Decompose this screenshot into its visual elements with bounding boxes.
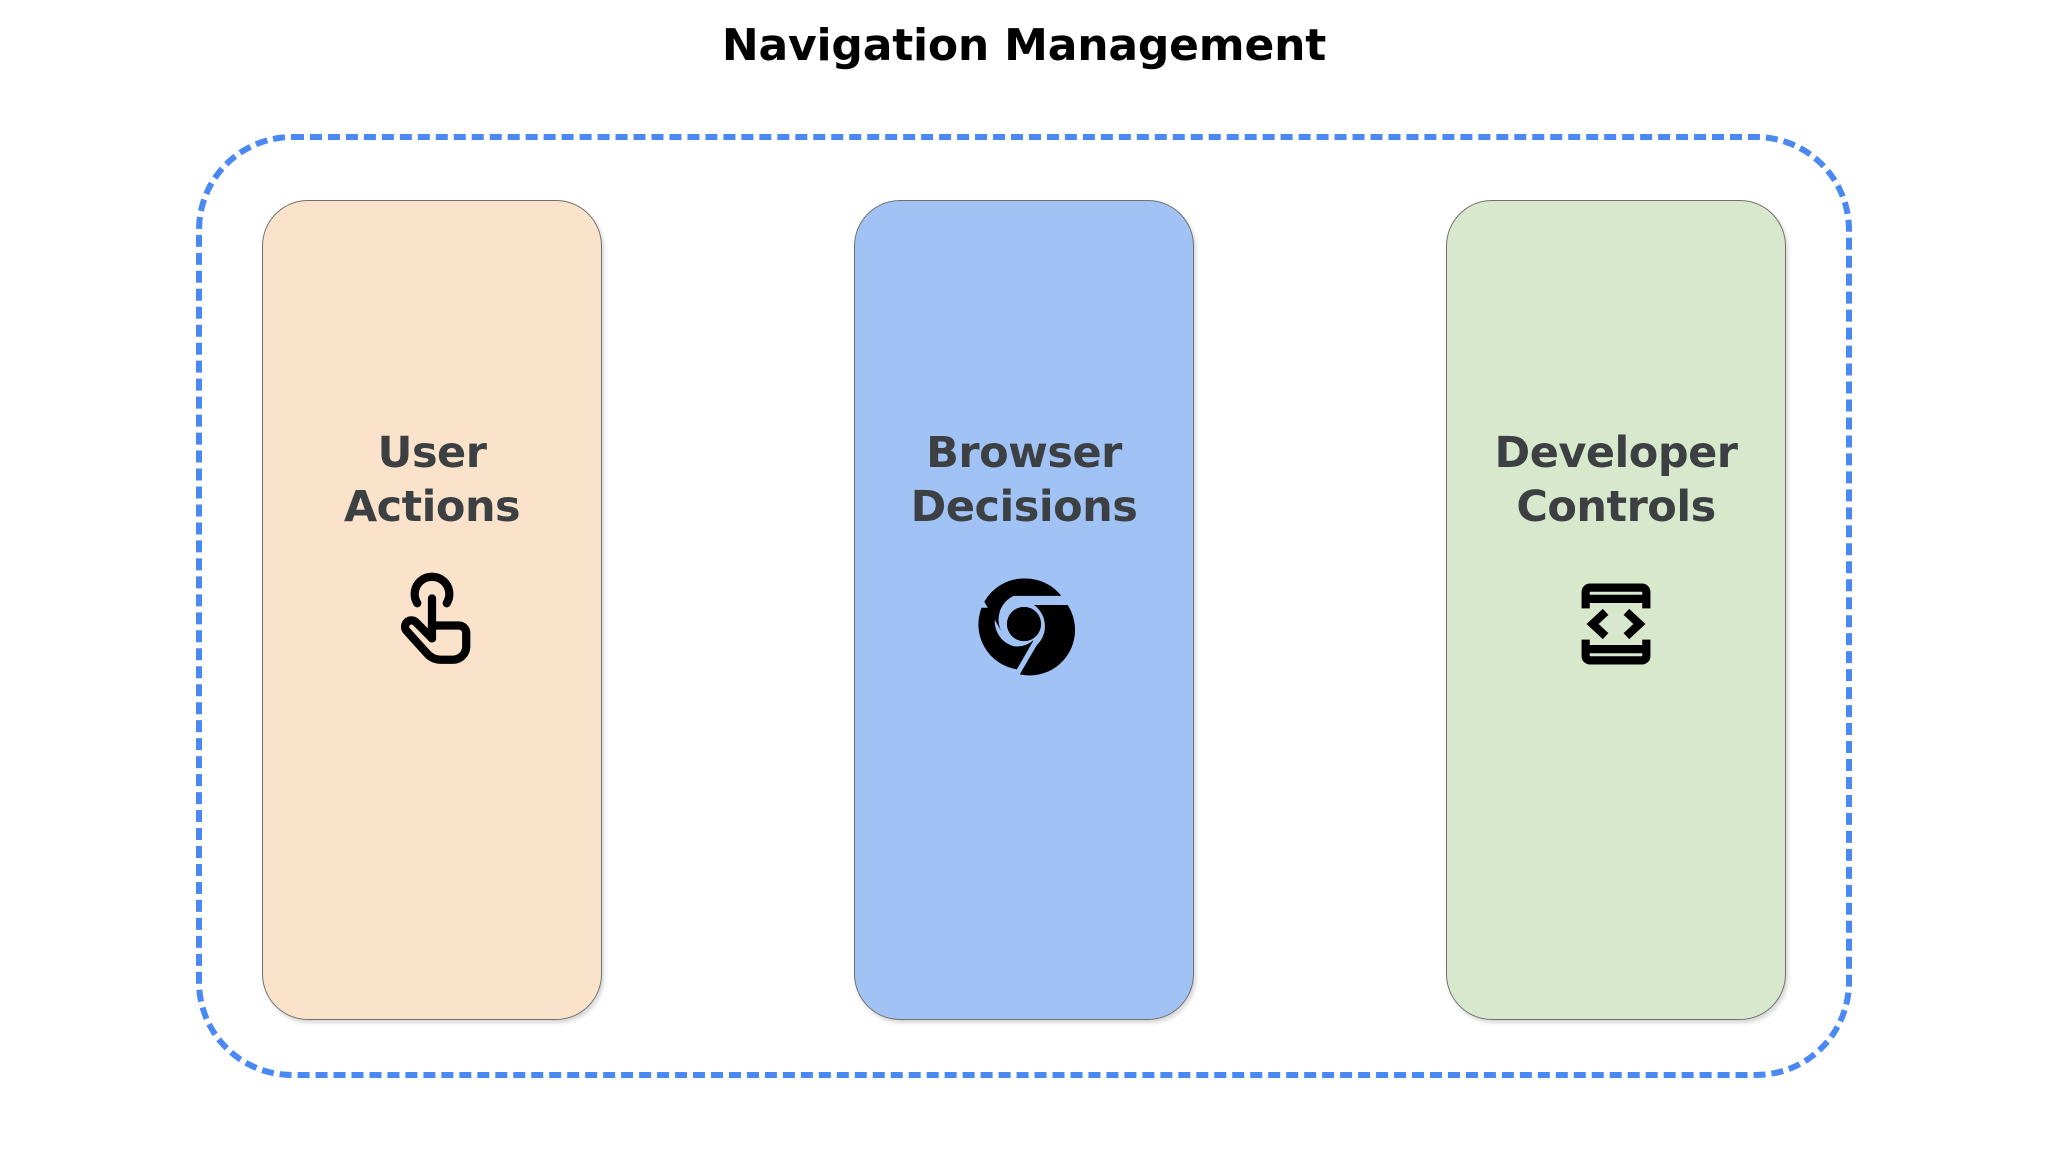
- navigation-management-group-boundary: [196, 134, 1852, 1078]
- card-row: User Actions Browser Decisions Developer…: [196, 134, 1852, 1078]
- card-label-user-actions: User Actions: [343, 428, 521, 533]
- chrome-logo-icon: [970, 570, 1078, 678]
- card-label-browser-decisions: Browser Decisions: [910, 428, 1138, 533]
- card-developer-controls[interactable]: Developer Controls: [1446, 200, 1786, 1020]
- touch-app-icon: [378, 570, 486, 678]
- card-user-actions[interactable]: User Actions: [262, 200, 602, 1020]
- developer-mode-icon: [1562, 570, 1670, 678]
- card-label-developer-controls: Developer Controls: [1494, 428, 1738, 533]
- card-browser-decisions[interactable]: Browser Decisions: [854, 200, 1194, 1020]
- page-title: Navigation Management: [721, 20, 1327, 71]
